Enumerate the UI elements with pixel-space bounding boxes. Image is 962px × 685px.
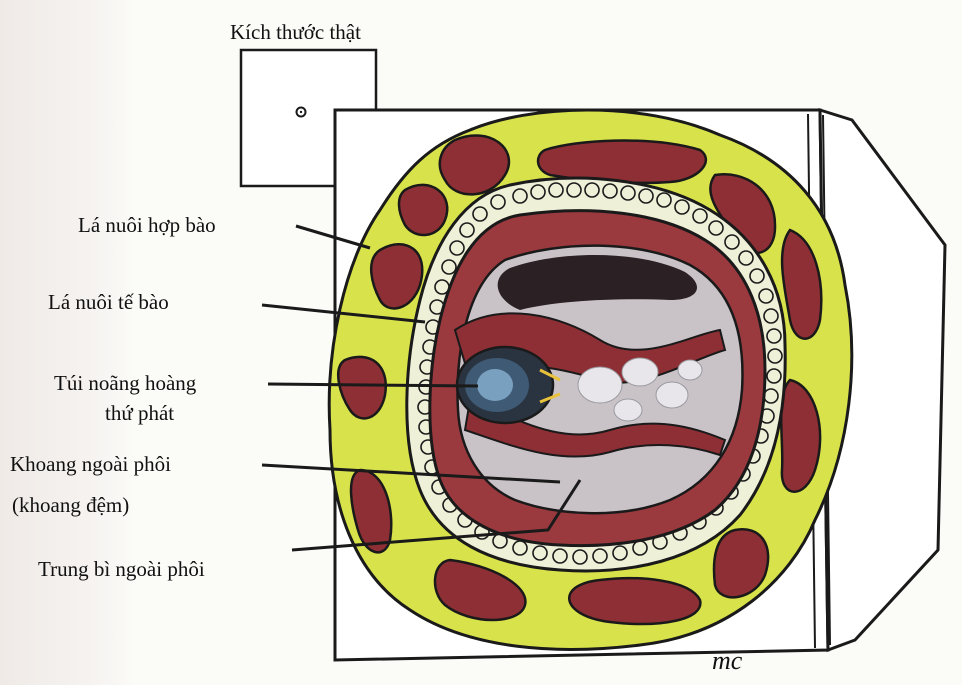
label-yolk-sac-line1: Túi noãng hoàng <box>54 371 197 395</box>
leader-yolk-sac <box>267 382 479 388</box>
cavity-vesicles <box>577 357 703 422</box>
leader-syncytiotrophoblast <box>295 224 371 250</box>
label-mesoderm: Trung bì ngoài phôi <box>38 557 205 581</box>
page-bleed <box>0 0 135 685</box>
leader-lines <box>261 224 582 552</box>
actual-size-dot <box>295 106 307 118</box>
label-yolk-sac-line2: thứ phát <box>105 401 175 425</box>
label-coelom-line2: (khoang đệm) <box>12 493 130 517</box>
leader-coelom <box>261 463 561 484</box>
actual-size-title: Kích thước thật <box>230 20 361 44</box>
leader-mesoderm <box>291 479 582 552</box>
connecting-band-lower <box>463 398 727 458</box>
secondary-yolk-sac <box>455 345 561 425</box>
label-coelom-line1: Khoang ngoài phôi <box>10 452 171 476</box>
label-cytotrophoblast: Lá nuôi tế bào <box>48 290 169 314</box>
label-syncytiotrophoblast: Lá nuôi hợp bào <box>78 213 216 237</box>
lacunae <box>336 134 823 626</box>
leader-cytotrophoblast <box>261 303 426 324</box>
actual-size-dot-center <box>299 110 303 114</box>
coelom-shadow <box>497 254 697 310</box>
signature: mc <box>712 646 743 675</box>
